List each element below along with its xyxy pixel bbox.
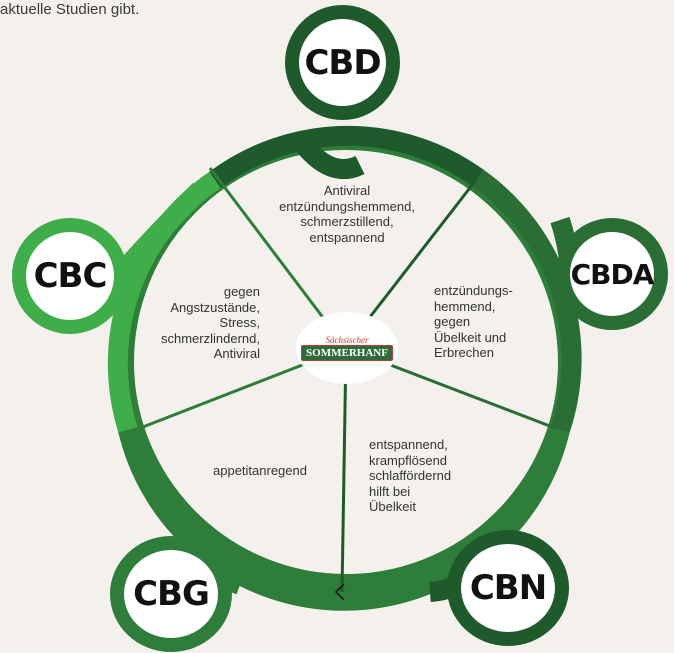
chevron-left-icon <box>334 583 345 601</box>
badge-cbc-label: CBC <box>33 256 108 296</box>
badge-cbn-label: CBN <box>469 568 547 608</box>
logo-name: SOMMERHANF <box>301 345 393 361</box>
segment-cbd-text: Antiviral entzündungshemmend, schmerzsti… <box>279 183 415 245</box>
spoke-bottom <box>340 347 348 593</box>
badge-cbd-label: CBD <box>304 42 381 83</box>
segment-cbda-text: entzündungs- hemmend, gegen Übelkeit und… <box>434 283 513 360</box>
intro-text: aktuelle Studien gibt. <box>0 1 140 18</box>
ring-arc-top <box>209 125 484 189</box>
badge-cbda: CBDA <box>556 218 668 330</box>
logo-subtitle: Sächsischer <box>325 335 369 345</box>
segment-cbc-text: gegen Angstzustände, Stress, schmerzlind… <box>161 284 260 361</box>
badge-cbda-label: CBDA <box>570 257 655 291</box>
badge-cbn: CBN <box>447 530 569 646</box>
badge-cbg-label: CBG <box>133 574 210 614</box>
segment-cbn-text: entspannend, krampflösend schlaffördernd… <box>369 437 452 514</box>
badge-cbc: CBC <box>12 218 128 334</box>
sommerhanf-logo: Sächsischer SOMMERHANF <box>296 312 398 384</box>
badge-cbd: CBD <box>285 5 400 120</box>
badge-cbg: CBG <box>110 536 232 652</box>
connector-cbd <box>292 133 365 179</box>
ring-arc-bottom <box>118 427 570 611</box>
segment-cbg-text: appetitanregend <box>213 463 307 478</box>
